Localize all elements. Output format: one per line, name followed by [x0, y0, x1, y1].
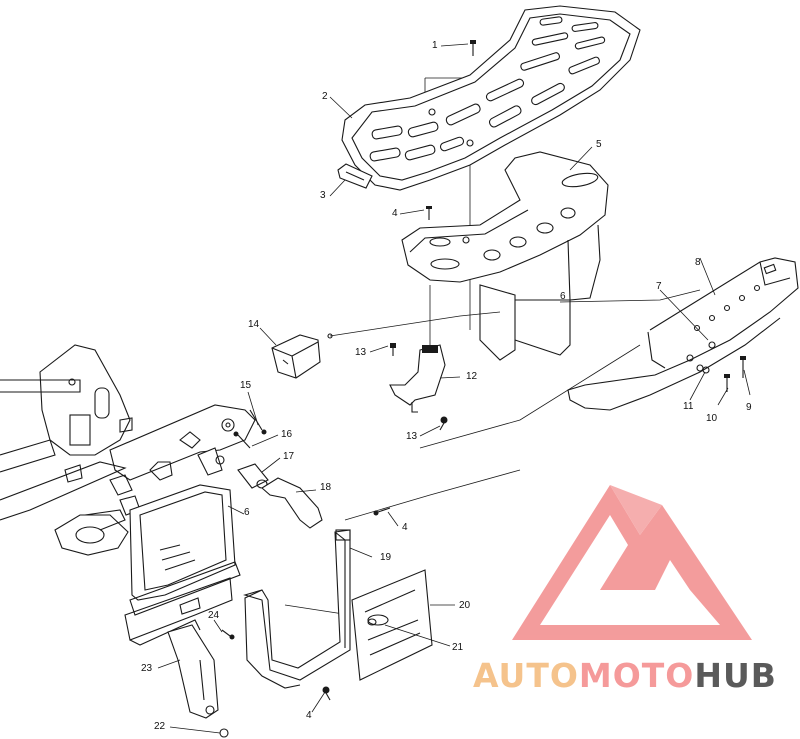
callout-17: 17 — [283, 451, 295, 462]
callout-21: 21 — [452, 642, 464, 653]
watermark-logo-icon — [512, 485, 752, 640]
callout-15: 15 — [240, 380, 252, 391]
callout-6-upper: 6 — [560, 291, 566, 302]
callout-18: 18 — [320, 482, 332, 493]
watermark-part-auto: AUTO — [473, 656, 579, 695]
callout-4-lower: 4 — [306, 710, 312, 721]
part-1-bolt — [470, 40, 476, 56]
part-18-tube — [261, 477, 323, 529]
part-17-bushing — [237, 463, 269, 489]
callout-14: 14 — [248, 319, 260, 330]
callout-8: 8 — [695, 257, 701, 268]
callout-12: 12 — [466, 371, 478, 382]
callout-4-upper: 4 — [392, 208, 398, 219]
parts-15-16-fasteners — [215, 409, 267, 465]
callout-19: 19 — [380, 552, 392, 563]
part-8-bumper-bar — [567, 257, 799, 411]
watermark-part-hub: HUB — [694, 656, 777, 695]
callout-23: 23 — [141, 663, 153, 674]
callout-20: 20 — [459, 600, 471, 611]
part-19-u-frame — [243, 529, 351, 689]
callout-2: 2 — [322, 91, 328, 102]
callout-3: 3 — [320, 190, 326, 201]
part-20-side-panel — [351, 569, 433, 681]
part-4-screw-upper — [426, 206, 432, 220]
callout-1: 1 — [432, 40, 438, 51]
callout-16: 16 — [281, 429, 293, 440]
callout-10: 10 — [706, 413, 718, 424]
chassis-frame — [0, 344, 256, 556]
part-13-bolts — [390, 343, 448, 431]
callout-7: 7 — [656, 281, 662, 292]
part-12-mount-bracket — [389, 344, 446, 413]
callout-6-lower: 6 — [244, 507, 250, 518]
rack-slots — [369, 16, 606, 162]
callout-9: 9 — [746, 402, 752, 413]
callout-24: 24 — [208, 610, 220, 621]
part-3-bracket — [337, 163, 373, 189]
part-6-radiator-assembly — [124, 484, 241, 646]
callout-13-upper: 13 — [355, 347, 367, 358]
alignment-lines — [284, 77, 701, 616]
watermark-part-moto: MOTO — [578, 656, 695, 695]
watermark-text: AUTOMOTOHUB — [473, 656, 777, 695]
part-14-light-housing — [271, 333, 333, 379]
part-5-rack-frame — [401, 151, 609, 361]
callout-11: 11 — [683, 401, 694, 412]
callout-4-middle: 4 — [402, 522, 408, 533]
part-23-bracket — [167, 624, 219, 719]
callout-5: 5 — [596, 139, 602, 150]
part-2-rack-panel — [341, 5, 641, 191]
callout-22: 22 — [154, 721, 166, 732]
callout-leaders — [157, 43, 751, 734]
callout-13-lower: 13 — [406, 431, 418, 442]
